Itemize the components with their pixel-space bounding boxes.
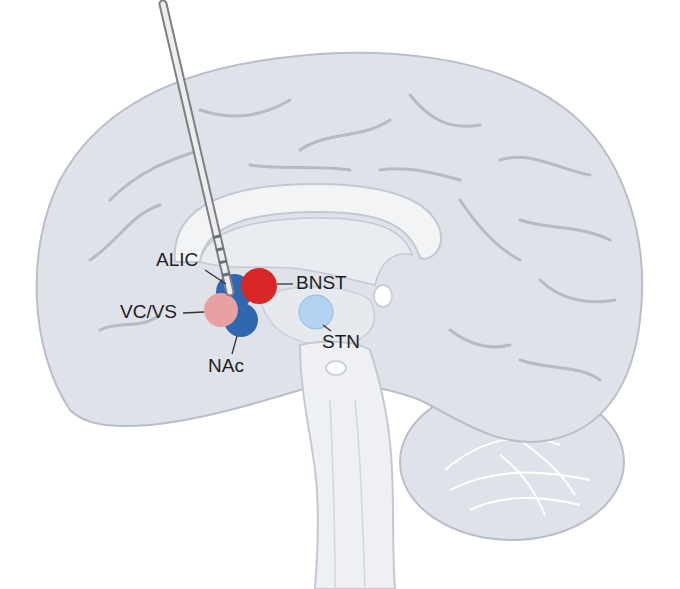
structure-label: STN (322, 332, 360, 353)
dbs-electrode-core (163, 4, 230, 292)
structure-label: ALIC (156, 250, 198, 271)
cerebellum-folia (445, 438, 590, 515)
structure-label: VC/VS (120, 302, 177, 323)
dbs-electrode (163, 4, 230, 292)
brainstem (300, 342, 395, 589)
pineal-region (374, 285, 392, 307)
electrode-contacts (213, 236, 230, 276)
stn-target (299, 295, 333, 329)
structure-label: BNST (296, 273, 347, 294)
brainstem-lines (330, 400, 365, 589)
bnst-target (241, 268, 277, 304)
structure-label: NAc (208, 356, 244, 377)
gyri-lines (90, 95, 615, 380)
pituitary-region (326, 361, 346, 375)
vcvs-target (204, 293, 238, 327)
